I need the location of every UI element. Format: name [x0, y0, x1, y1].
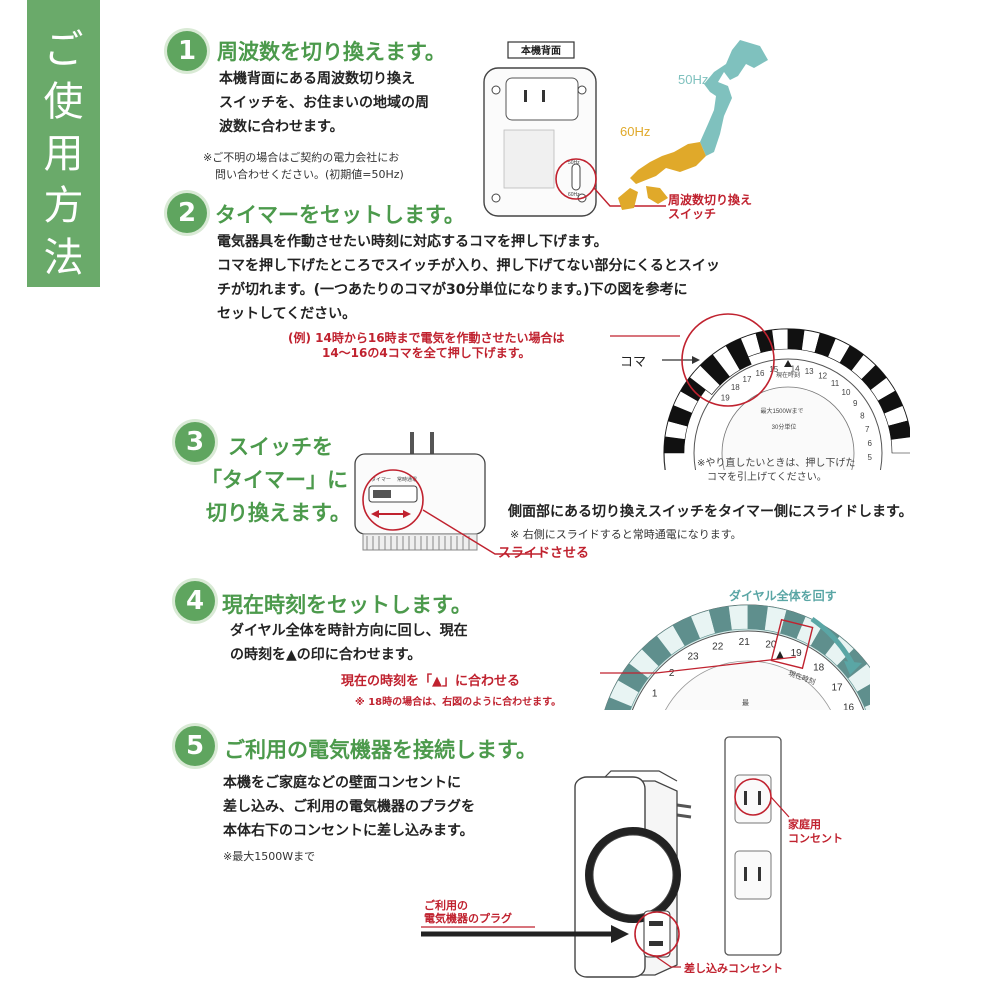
svg-text:60Hz: 60Hz [568, 192, 580, 198]
switch-highlight-circle [362, 469, 424, 531]
dial-hour-number: 0 [642, 709, 648, 715]
dial-hour-number: 16 [843, 702, 855, 713]
japan-map-east [700, 40, 768, 156]
svg-text:最: 最 [742, 699, 749, 707]
sidebar-char: 法 [43, 235, 84, 281]
koma-highlight [681, 313, 775, 407]
dial-hour-number: 6 [867, 439, 872, 448]
frequency-switch [571, 163, 581, 191]
label-area [503, 129, 555, 189]
step-4-title: 現在時刻をセットします。 [222, 593, 472, 617]
svg-text:常時通電: 常時通電 [397, 476, 417, 483]
step-4-number: 4 [175, 581, 215, 621]
slide-label: スライドさせる [498, 546, 590, 561]
dial-hour-number: 11 [831, 379, 840, 388]
step-5-number: 5 [175, 726, 215, 766]
koma-label: コマ [620, 355, 647, 370]
wall-plate [724, 736, 782, 956]
dial-hour-number: 1 [652, 689, 658, 700]
step-1-title: 周波数を切り換えます。 [217, 40, 446, 64]
step-2-body: 電気器具を作動させたい時刻に対応するコマを押し下げます。コマを押し下げたところで… [217, 234, 720, 322]
device-back-label-box [507, 41, 575, 59]
dial-hour-number: 21 [739, 637, 751, 648]
60hz-label: 60Hz [620, 124, 650, 139]
dial-hour-number: 14 [791, 364, 800, 373]
dial-hour-number: 8 [860, 411, 865, 420]
dial-hour-number: 18 [731, 383, 740, 392]
50hz-label: 50Hz [678, 72, 708, 87]
step-1-body: 本機背面にある周波数切り換えスイッチを、お住まいの地域の周波数に合わせます。 [219, 71, 429, 135]
sidebar-char: 用 [43, 131, 84, 177]
device-outlet-highlight [634, 911, 680, 957]
japan-map-west [618, 142, 706, 210]
insert-outlet-label: 差し込みコンセント [684, 962, 783, 975]
dial-hour-number: 22 [712, 641, 724, 652]
dial-hour-number: 15 [769, 365, 778, 374]
svg-text:最大1500Wまで: 最大1500Wまで [760, 407, 803, 415]
sidebar-char: 使 [43, 79, 84, 125]
dial-hour-number: 2 [669, 668, 675, 679]
home-outlet-label: 家庭用コンセント [788, 818, 843, 845]
svg-text:50Hz: 50Hz [568, 160, 580, 166]
dial-hour-number: 7 [865, 425, 870, 434]
step-3-body: 側面部にある切り換えスイッチをタイマー側にスライドします。 [508, 504, 913, 520]
step-1-note: ※ご不明の場合はご契約の電力会社にお問い合わせください。(初期値=50Hz) [203, 151, 404, 181]
align-label: 現在の時刻を「▲」に合わせる [341, 674, 520, 689]
dial-hour-number: 20 [765, 639, 777, 650]
svg-text:現在時刻: 現在時刻 [776, 371, 800, 379]
sidebar-char: 方 [43, 183, 84, 229]
dial-hour-number: 19 [721, 393, 730, 402]
switch-callout: 周波数切り換えスイッチ [668, 193, 753, 221]
svg-text:30分単位: 30分単位 [772, 423, 797, 431]
step-4-body: ダイヤル全体を時計方向に回し、現在の時刻を▲の印に合わせます。 [230, 623, 468, 663]
wall-outlet-bottom [734, 850, 772, 900]
current-hour-highlight [770, 618, 814, 670]
dial-hour-number: 12 [818, 372, 827, 381]
connection-figure [421, 736, 790, 978]
frequency-switch-figure: 本機背面 50Hz 60Hz 50Hz 60Hz [483, 40, 768, 217]
dial-hour-number: 10 [842, 388, 851, 397]
step-3-number: 3 [175, 422, 215, 462]
device-outlet [643, 910, 671, 958]
dial-hour-number: 19 [791, 648, 803, 659]
retry-note: ※やり直したいときは、押し下げたコマを引上げてください。 [697, 458, 856, 483]
dial-hour-number: 16 [756, 369, 765, 378]
step-2-number: 2 [167, 193, 207, 233]
dial-hour-number: 17 [831, 682, 843, 693]
step-5-title: ご利用の電気機器を接続します。 [224, 738, 537, 762]
align-note: ※ 18時の場合は、右図のように合わせます。 [355, 697, 562, 708]
dial-hour-number: 13 [805, 367, 814, 376]
dial-hour-number: 18 [813, 663, 825, 674]
step-3-title: スイッチを 「タイマー」に 切り換えます。 [201, 435, 351, 525]
plug-label: ご利用の電気機器のプラグ [424, 899, 512, 925]
step-5-note: ※最大1500Wまで [223, 850, 316, 863]
step-3-note: ※ 右側にスライドすると常時通電になります。 [510, 528, 742, 541]
sidebar-title: ご 使 用 方 法 [27, 0, 100, 287]
device-back-label: 本機背面 [521, 44, 561, 57]
dial-hour-number: 5 [867, 453, 872, 462]
step-1-number: 1 [167, 31, 207, 71]
sidebar-char: ご [43, 27, 84, 73]
dial-hour-number: 23 [687, 652, 699, 663]
step-2-title: タイマーをセットします。 [215, 203, 465, 227]
rotate-label: ダイヤル全体を回す [729, 589, 837, 603]
switch-highlight [555, 158, 597, 200]
dial-hour-number: 17 [743, 375, 752, 384]
step-5-body: 本機をご家庭などの壁面コンセントに差し込み、ご利用の電気機器のプラグを本体右下の… [223, 775, 475, 839]
dial-hour-number: 9 [853, 399, 858, 408]
side-switch-figure: タイマー 常時通電 [354, 432, 541, 555]
svg-text:タイマー: タイマー [371, 476, 391, 483]
